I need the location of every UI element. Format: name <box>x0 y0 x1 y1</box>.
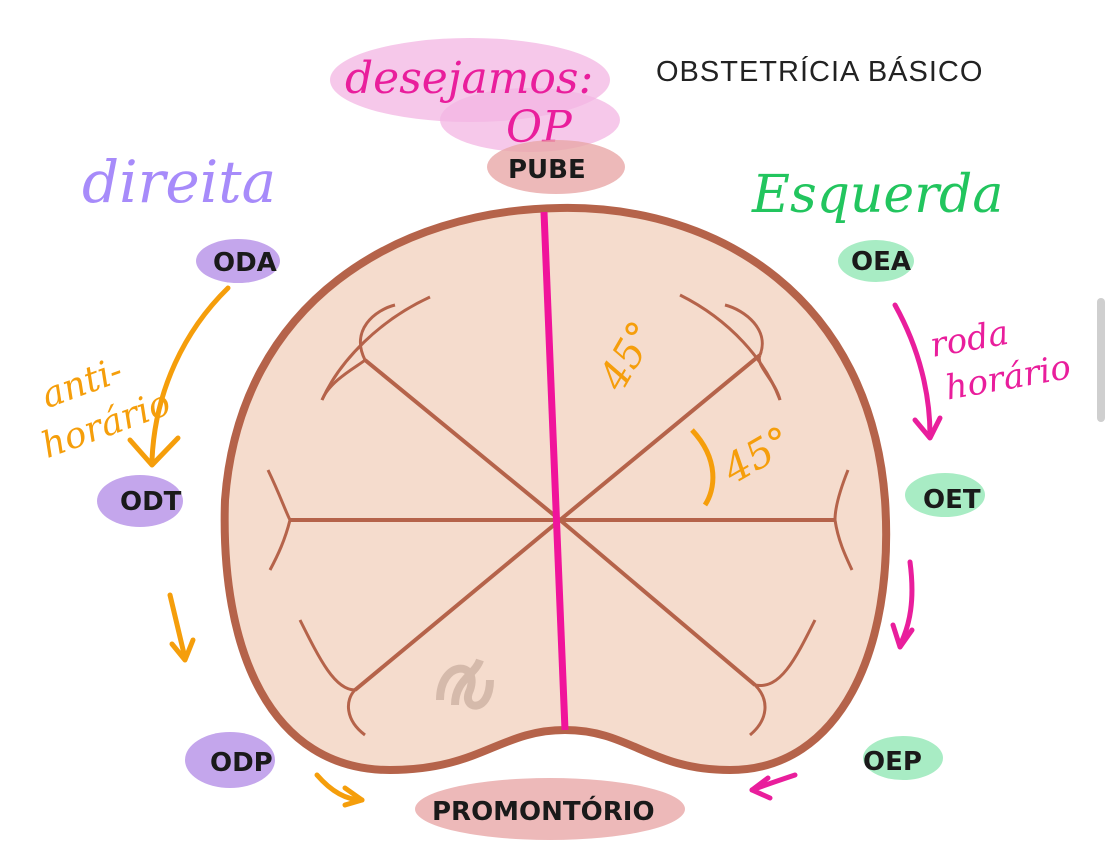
arc-ul-2 <box>358 303 396 361</box>
arrow-head-oea-oet <box>912 415 943 441</box>
oea-text: OEA <box>851 247 911 277</box>
arrow-head-odp-promontorio <box>342 785 365 808</box>
oet-text: OET <box>923 485 981 515</box>
position-odt: ODT <box>97 475 183 527</box>
watermark-logo-icon <box>436 658 494 710</box>
arrow-oea-oet <box>892 302 933 438</box>
arrows-clockwise <box>749 302 943 801</box>
odt-highlight <box>97 475 183 527</box>
arc-l <box>266 469 292 571</box>
oblique-lower-right <box>353 518 562 692</box>
arc-r <box>833 469 854 571</box>
promontorio-highlight <box>415 778 685 840</box>
position-oea: OEA <box>838 240 914 282</box>
position-oep: OEP <box>863 736 943 780</box>
arrow-oda-odt <box>149 285 231 463</box>
position-oet: OET <box>905 473 985 517</box>
side-label-direita: direita <box>82 148 276 216</box>
note-highlight-2 <box>440 88 620 152</box>
arc-ll <box>298 619 366 737</box>
oea-highlight <box>838 240 914 282</box>
oda-highlight <box>196 239 280 283</box>
odp-highlight <box>185 732 275 788</box>
pelvic-inlet <box>220 203 891 775</box>
note-desejamos: desejamos: <box>345 53 593 104</box>
arrows-anticlockwise <box>127 285 365 808</box>
promontorio-label: PROMONTÓRIO <box>415 778 685 840</box>
pube-text: PUBE <box>508 155 586 185</box>
odp-text: ODP <box>210 748 273 778</box>
vertical-scrollbar[interactable] <box>1097 298 1105 422</box>
arc-ur-2 <box>724 303 764 356</box>
position-odp: ODP <box>185 732 275 788</box>
arrow-odt-odp <box>167 592 188 661</box>
promontorio-text: PROMONTÓRIO <box>432 795 655 827</box>
arrow-head-oet-oep <box>890 622 915 650</box>
position-oda: ODA <box>196 239 280 283</box>
arc-lr <box>749 619 817 737</box>
oda-text: ODA <box>213 248 277 278</box>
arrow-head-oep-promontorio <box>749 775 773 801</box>
midline-anteroposterior <box>540 211 569 731</box>
oblique-upper-left <box>558 353 762 522</box>
angle-arc <box>690 428 716 507</box>
side-label-esquerda: Esquerda <box>751 165 1003 225</box>
oep-text: OEP <box>863 747 922 777</box>
oep-highlight <box>863 736 943 780</box>
oet-highlight <box>905 473 985 517</box>
arc-ul-3 <box>320 358 367 401</box>
odt-text: ODT <box>120 487 182 517</box>
arc-ur-3 <box>757 354 782 401</box>
arrow-head-oda-odt <box>127 435 181 468</box>
arrow-head-odt-odp <box>169 637 196 663</box>
desired-position-note: desejamos: OP <box>330 38 620 153</box>
oblique-lower-left <box>558 518 757 687</box>
pelvis-diameters <box>290 353 835 692</box>
note-roda: roda <box>927 313 1012 366</box>
arc-ul-1 <box>320 295 431 401</box>
oblique-upper-right <box>363 358 562 522</box>
pelvis-inner-arcs <box>266 293 854 737</box>
pube-label: PUBE <box>487 140 625 194</box>
pube-highlight <box>487 140 625 194</box>
page-title: OBSTETRÍCIA BÁSICO <box>656 55 983 88</box>
